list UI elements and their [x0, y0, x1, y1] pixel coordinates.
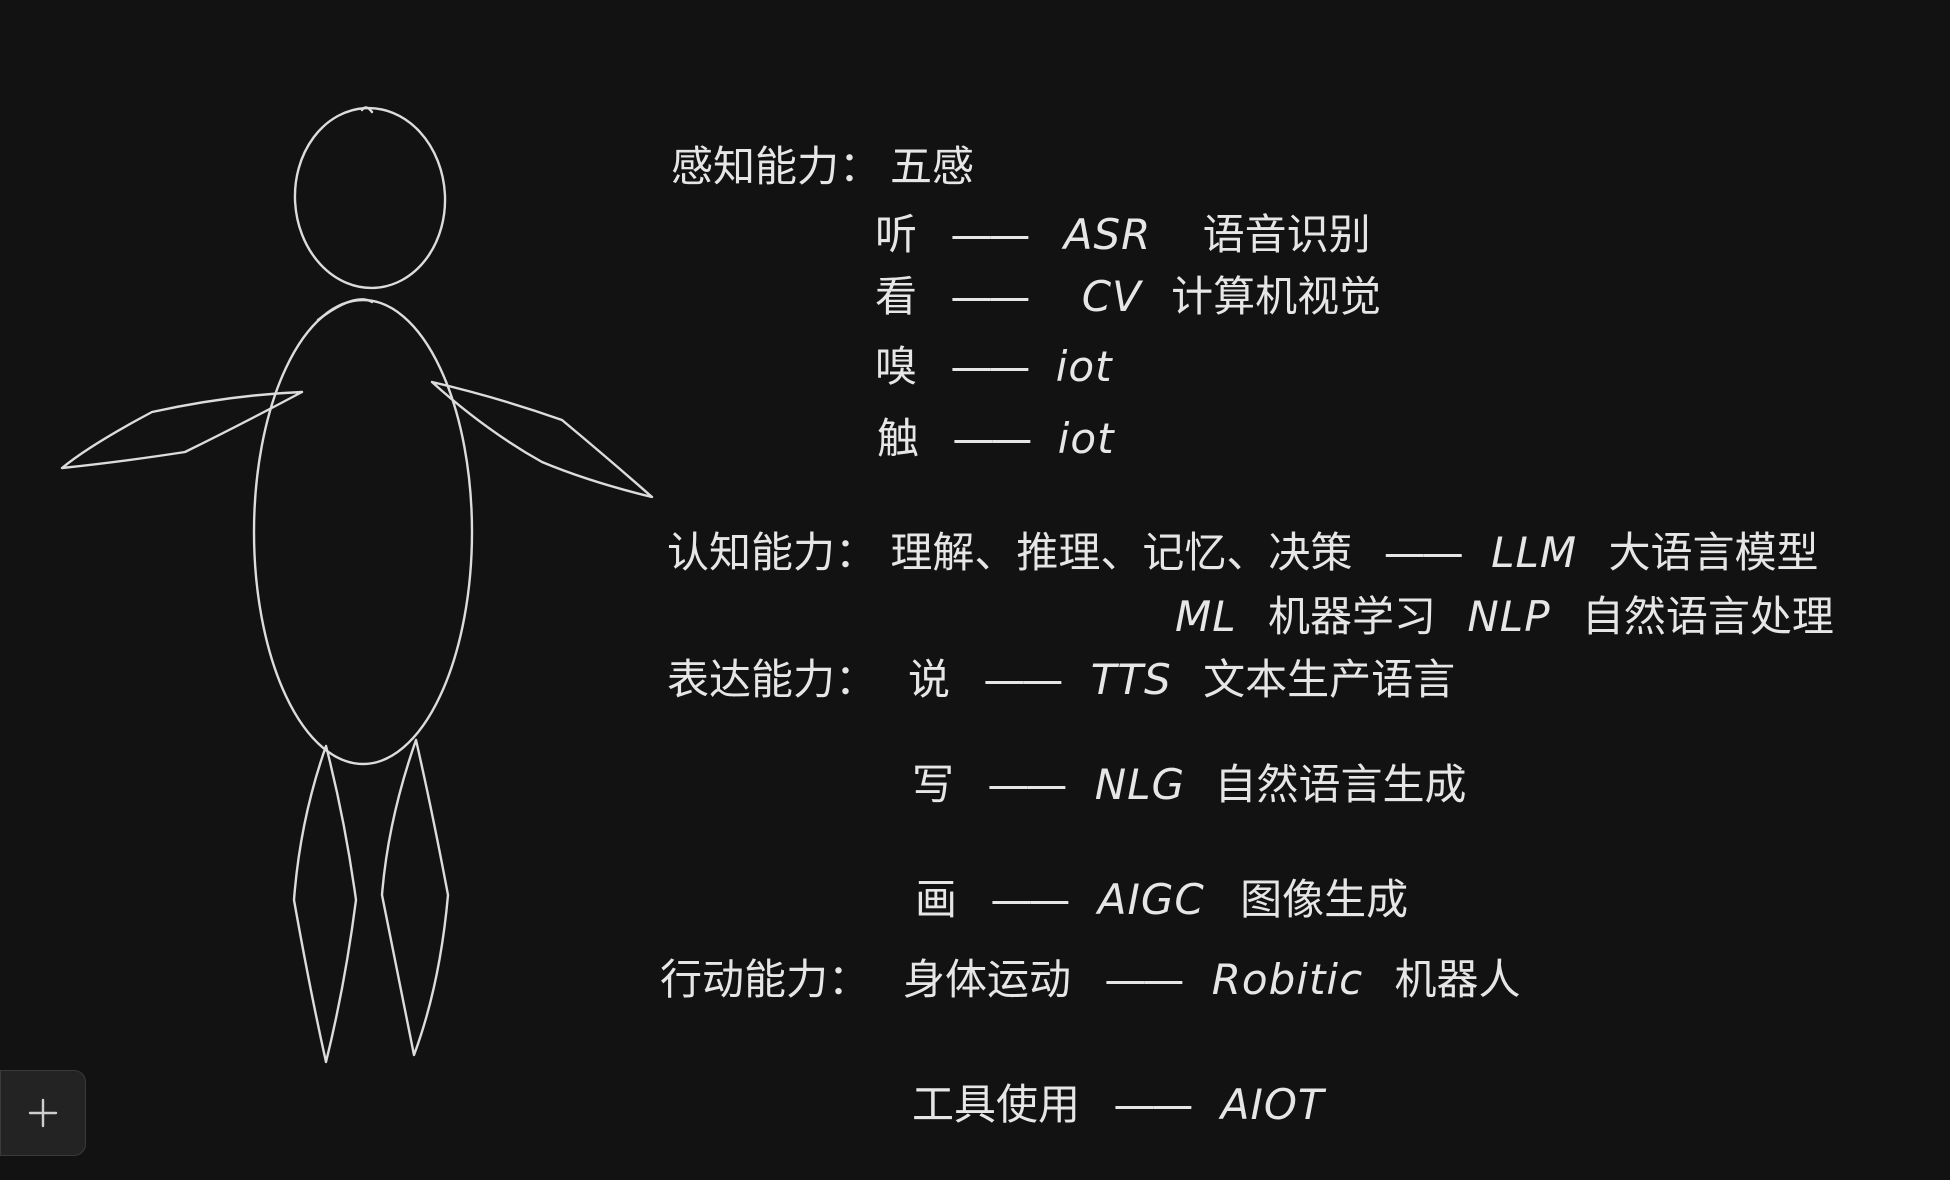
figure-left-arm	[60, 390, 304, 470]
arrow-dash: ——	[983, 655, 1063, 704]
term-nlg: NLG	[1094, 760, 1186, 809]
term-asr: ASR	[1063, 210, 1152, 259]
term-ml: ML	[1175, 592, 1237, 641]
figure-left-leg	[292, 744, 358, 1064]
figure-right-leg	[380, 738, 450, 1057]
figure-right-arm	[430, 380, 654, 499]
desc-aigc: 图像生成	[1240, 875, 1409, 924]
cognition-line-2: ML 机器学习 NLP 自然语言处理	[1175, 596, 1834, 638]
action-draw: 画	[915, 875, 958, 924]
perception-see: 看 —— CV 计算机视觉	[875, 276, 1381, 318]
cognition-label: 认知能力：	[667, 528, 878, 577]
figure-head-stroke	[360, 106, 374, 114]
arrow-dash: ——	[950, 272, 1030, 321]
sense-hear: 听	[875, 210, 918, 259]
desc-ml: 机器学习	[1268, 592, 1437, 641]
action-tool-use: 工具使用 —— AIOT	[912, 1084, 1325, 1126]
perception-touch: 触 —— iot	[877, 418, 1115, 460]
action-label: 行动能力：	[660, 955, 871, 1004]
desc-asr: 语音识别	[1202, 210, 1371, 259]
desc-nlp: 自然语言处理	[1581, 592, 1834, 641]
desc-llm: 大语言模型	[1608, 528, 1819, 577]
action-motion: 身体运动	[903, 955, 1072, 1004]
arrow-dash: ——	[1383, 528, 1464, 577]
sense-see: 看	[875, 272, 918, 321]
human-figure-sketch	[60, 106, 654, 1064]
desc-nlg: 自然语言生成	[1214, 760, 1467, 809]
desc-tts: 文本生产语言	[1203, 655, 1456, 704]
arrow-dash: ——	[990, 875, 1070, 924]
action-body-motion: 身体运动 —— Robitic 机器人	[903, 959, 1521, 1001]
expression-label: 表达能力：	[667, 655, 878, 704]
arrow-dash: ——	[950, 210, 1030, 259]
action-tool: 工具使用	[912, 1080, 1081, 1129]
add-button[interactable]	[0, 1070, 86, 1156]
desc-cv: 计算机视觉	[1171, 272, 1382, 321]
term-robitic: Robitic	[1211, 955, 1364, 1004]
term-llm: LLM	[1491, 528, 1578, 577]
term-nlp: NLP	[1467, 592, 1551, 641]
plus-icon	[28, 1098, 58, 1128]
term-iot: iot	[1057, 414, 1115, 463]
arrow-dash: ——	[1104, 955, 1184, 1004]
term-iot: iot	[1055, 342, 1113, 391]
perception-smell: 嗅 —— iot	[875, 346, 1113, 388]
arrow-dash: ——	[952, 414, 1032, 463]
perception-label: 感知能力：	[671, 142, 882, 191]
term-aigc: AIGC	[1097, 875, 1205, 924]
term-aiot: AIOT	[1220, 1080, 1325, 1129]
arrow-dash: ——	[950, 342, 1030, 391]
figure-body-stroke	[316, 298, 374, 322]
action-write: 写	[912, 760, 955, 809]
cognition-value: 理解、推理、记忆、决策	[890, 528, 1353, 577]
sense-smell: 嗅	[875, 342, 918, 391]
term-cv: CV	[1081, 272, 1142, 321]
cognition-line: 认知能力： 理解、推理、记忆、决策 —— LLM 大语言模型	[667, 532, 1819, 574]
perception-value: 五感	[890, 142, 975, 191]
desc-robitic: 机器人	[1394, 955, 1521, 1004]
figure-head	[293, 106, 447, 290]
sense-touch: 触	[877, 414, 920, 463]
arrow-dash: ——	[1113, 1080, 1193, 1129]
expression-draw: 画 —— AIGC 图像生成	[915, 879, 1408, 921]
figure-body	[252, 298, 474, 766]
term-tts: TTS	[1090, 655, 1172, 704]
expression-speak: 说 —— TTS 文本生产语言	[908, 659, 1455, 701]
perception-hear: 听 —— ASR 语音识别	[875, 214, 1371, 256]
arrow-dash: ——	[987, 760, 1067, 809]
action-speak: 说	[908, 655, 951, 704]
expression-write: 写 —— NLG 自然语言生成	[912, 764, 1466, 806]
